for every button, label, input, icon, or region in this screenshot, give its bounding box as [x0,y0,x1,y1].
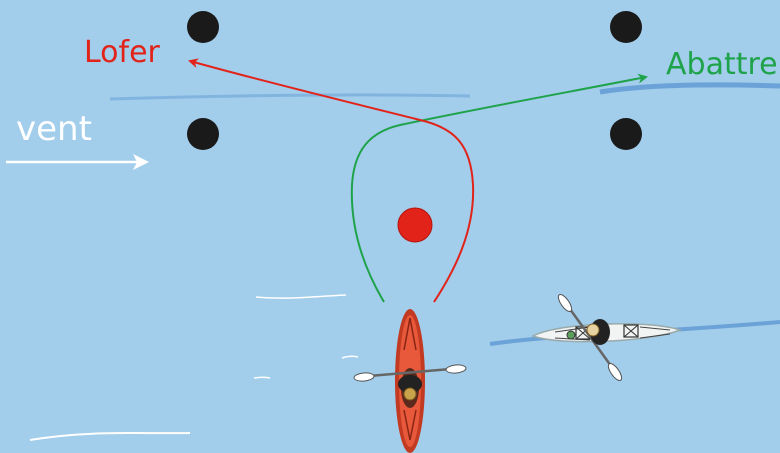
buoy-icon [610,11,642,43]
water-ripple [342,356,358,358]
buoy-icon [610,118,642,150]
wind-label: vent [16,112,92,146]
water-ripple [254,377,270,378]
abattre-label: Abattre [666,50,778,80]
water-ripple [110,95,470,99]
buoy-icon [187,118,219,150]
kayak-front-icon [354,309,467,453]
water-ripple [256,295,346,298]
water-ripple [30,433,190,440]
target-buoy-icon [398,208,432,242]
lofer-label: Lofer [84,38,160,68]
kayak-side-icon [533,293,680,383]
water-ripple [600,85,780,92]
abattre-path [352,77,646,302]
buoy-icon [187,11,219,43]
